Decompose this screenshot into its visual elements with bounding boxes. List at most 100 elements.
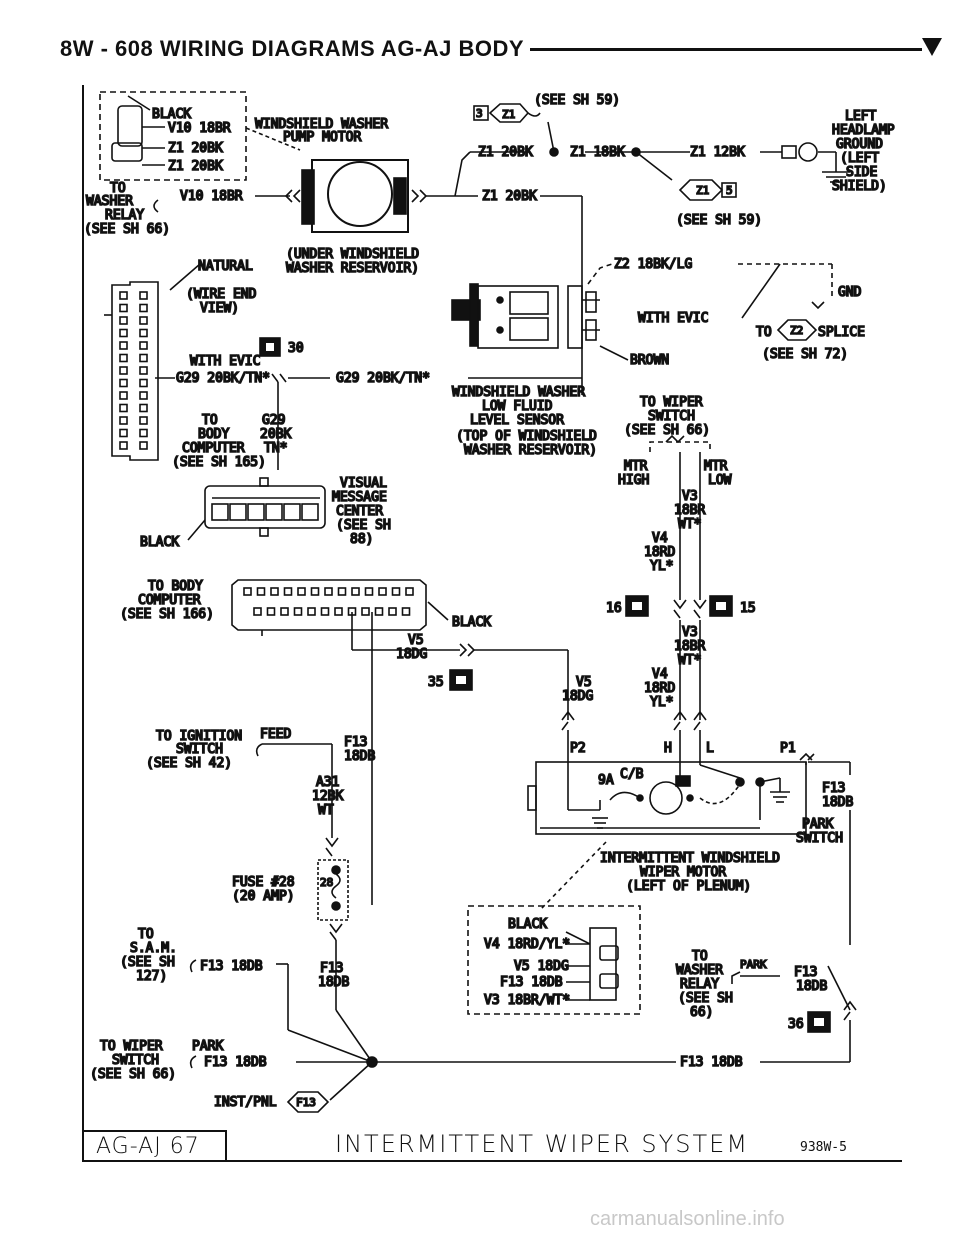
connector-pin	[119, 303, 128, 313]
z1-circle-label-2: Z1	[696, 184, 709, 197]
v3v4-bot-5: YL*	[650, 695, 673, 710]
motor-conn-3: F13 18DB	[500, 975, 563, 990]
connector-pin	[307, 607, 316, 616]
connector-pin	[374, 607, 384, 616]
f13-c-1: 18DB	[318, 975, 349, 990]
v3v4-top-2: WT*	[678, 517, 701, 532]
connector-pin	[139, 378, 148, 388]
low-fluid-4: WASHER RESERVOIR)	[464, 443, 597, 458]
washer-relay-connector	[99, 91, 301, 181]
connector-pin	[310, 587, 320, 596]
park-switch-0: PARK	[802, 817, 833, 832]
connector-pin	[391, 587, 401, 596]
header-rule	[530, 48, 922, 51]
to-sam-2: (SEE SH	[120, 955, 175, 970]
z1-sq-num: 3	[476, 107, 483, 120]
to-washer-relay-2-0: TO	[692, 949, 708, 964]
page-header: 8W - 608 WIRING DIAGRAMS AG-AJ BODY	[60, 28, 942, 68]
pin-p1: P1	[780, 741, 796, 756]
connector-pin	[139, 341, 148, 350]
to-washer-relay-2: RELAY	[105, 208, 144, 223]
connector-pin	[320, 607, 330, 616]
connector-pin	[388, 607, 397, 616]
connector-15-label: 15	[740, 601, 756, 616]
headlamp-1: HEADLAMP	[832, 123, 895, 138]
a31-2: WT	[318, 803, 334, 818]
to-washer-relay-2-2: PARK	[740, 958, 767, 971]
headlamp-4: SIDE	[846, 165, 877, 180]
relay-pointer	[153, 199, 159, 213]
v3v4-bot-1: 18BR	[674, 639, 705, 654]
mtr-high-1: HIGH	[618, 473, 649, 488]
headlamp-3: (LEFT	[840, 151, 879, 166]
to-body-computer-2-1: COMPUTER	[138, 593, 201, 608]
connector-pin	[139, 328, 148, 338]
diagram-title: INTERMITTENT WIPER SYSTEM	[335, 1130, 750, 1158]
natural-label-2: VIEW)	[200, 301, 239, 316]
pin-l: L	[706, 741, 714, 756]
body-computer-connector	[104, 263, 201, 461]
a31-0: A31	[316, 775, 339, 790]
connector-pin	[139, 403, 148, 413]
v5-b-0: V5	[576, 675, 592, 690]
diagram-code: 938W-5	[800, 1140, 847, 1155]
f13-a-0: F13	[344, 735, 367, 750]
motor-conn-0: BLACK	[508, 917, 547, 932]
connector-pin	[119, 341, 128, 350]
pin-h: H	[664, 741, 672, 756]
fuse-label-0: FUSE #28	[232, 875, 295, 890]
v3v4-bot-4: 18RD	[644, 681, 675, 696]
connector-pin	[334, 607, 343, 616]
connector-35-label: 35	[428, 675, 444, 690]
headlamp-5: SHIELD)	[832, 179, 887, 194]
inst-pnl-label: INST/PNL	[214, 1095, 277, 1110]
connector-pin	[119, 316, 128, 325]
to-body-computer-1-2: COMPUTER	[182, 441, 245, 456]
v5-b-1: 18DG	[562, 689, 593, 704]
mtr-low-1: LOW	[708, 473, 732, 488]
connector-pin	[280, 607, 289, 616]
connector-pin	[119, 428, 128, 438]
v3v4-top-0: V3	[682, 489, 698, 504]
low-fluid-1: LOW FLUID	[482, 399, 553, 414]
f13-c-0: F13	[320, 961, 343, 976]
connector-pin	[243, 587, 252, 596]
black-label-1: BLACK	[140, 535, 179, 550]
connector-pin	[256, 587, 266, 596]
visual-msg-2: CENTER	[336, 504, 383, 519]
footer-page-label: AG-AJ 67	[96, 1134, 200, 1159]
z2-splice-1: Z2	[790, 324, 803, 337]
with-evic-1: WITH EVIC	[190, 354, 260, 369]
z2-wire-label: Z2 18BK/LG	[614, 257, 692, 272]
diagram-frame	[82, 85, 902, 1162]
headlamp-0: LEFT	[845, 109, 876, 124]
visual-msg-3: (SEE SH	[336, 518, 391, 533]
motor-conn-4: V3 18BR/WT*	[484, 993, 570, 1008]
v3v4-bot-0: V3	[682, 625, 698, 640]
connector-pin	[364, 587, 374, 596]
to-washer-relay-1: WASHER	[86, 194, 133, 209]
f13-a-1: 18DB	[344, 749, 375, 764]
connector-36-label: 36	[788, 1017, 804, 1032]
visual-message-center	[187, 477, 326, 541]
under-reservoir-1: WASHER RESERVOIR)	[286, 261, 419, 276]
intermittent-wiper-motor	[527, 752, 851, 945]
to-body-computer-1-1: BODY	[198, 427, 229, 442]
z1-sq-label: 5	[726, 184, 733, 197]
z2-splice-0: TO	[756, 325, 772, 340]
to-wiper-switch-1: SWITCH	[648, 409, 695, 424]
washer-pump-motor	[284, 159, 478, 233]
connector-pin	[119, 353, 128, 363]
ignition-3: (SEE SH 42)	[146, 756, 232, 771]
wiper-motor-1: WIPER MOTOR	[640, 865, 726, 880]
motor-conn-1: V4 18RD/YL*	[484, 937, 570, 952]
connector-pin	[119, 391, 128, 400]
motor-connector-pinout	[467, 905, 641, 1015]
connector-pin	[119, 378, 128, 388]
v3v4-top-3: V4	[652, 531, 668, 546]
z1-12bk-top: Z1 12BK	[690, 145, 745, 160]
natural-label-0: NATURAL	[198, 259, 253, 274]
connector-pin	[266, 607, 276, 616]
to-wiper-park-wire: F13 18DB	[204, 1055, 267, 1070]
